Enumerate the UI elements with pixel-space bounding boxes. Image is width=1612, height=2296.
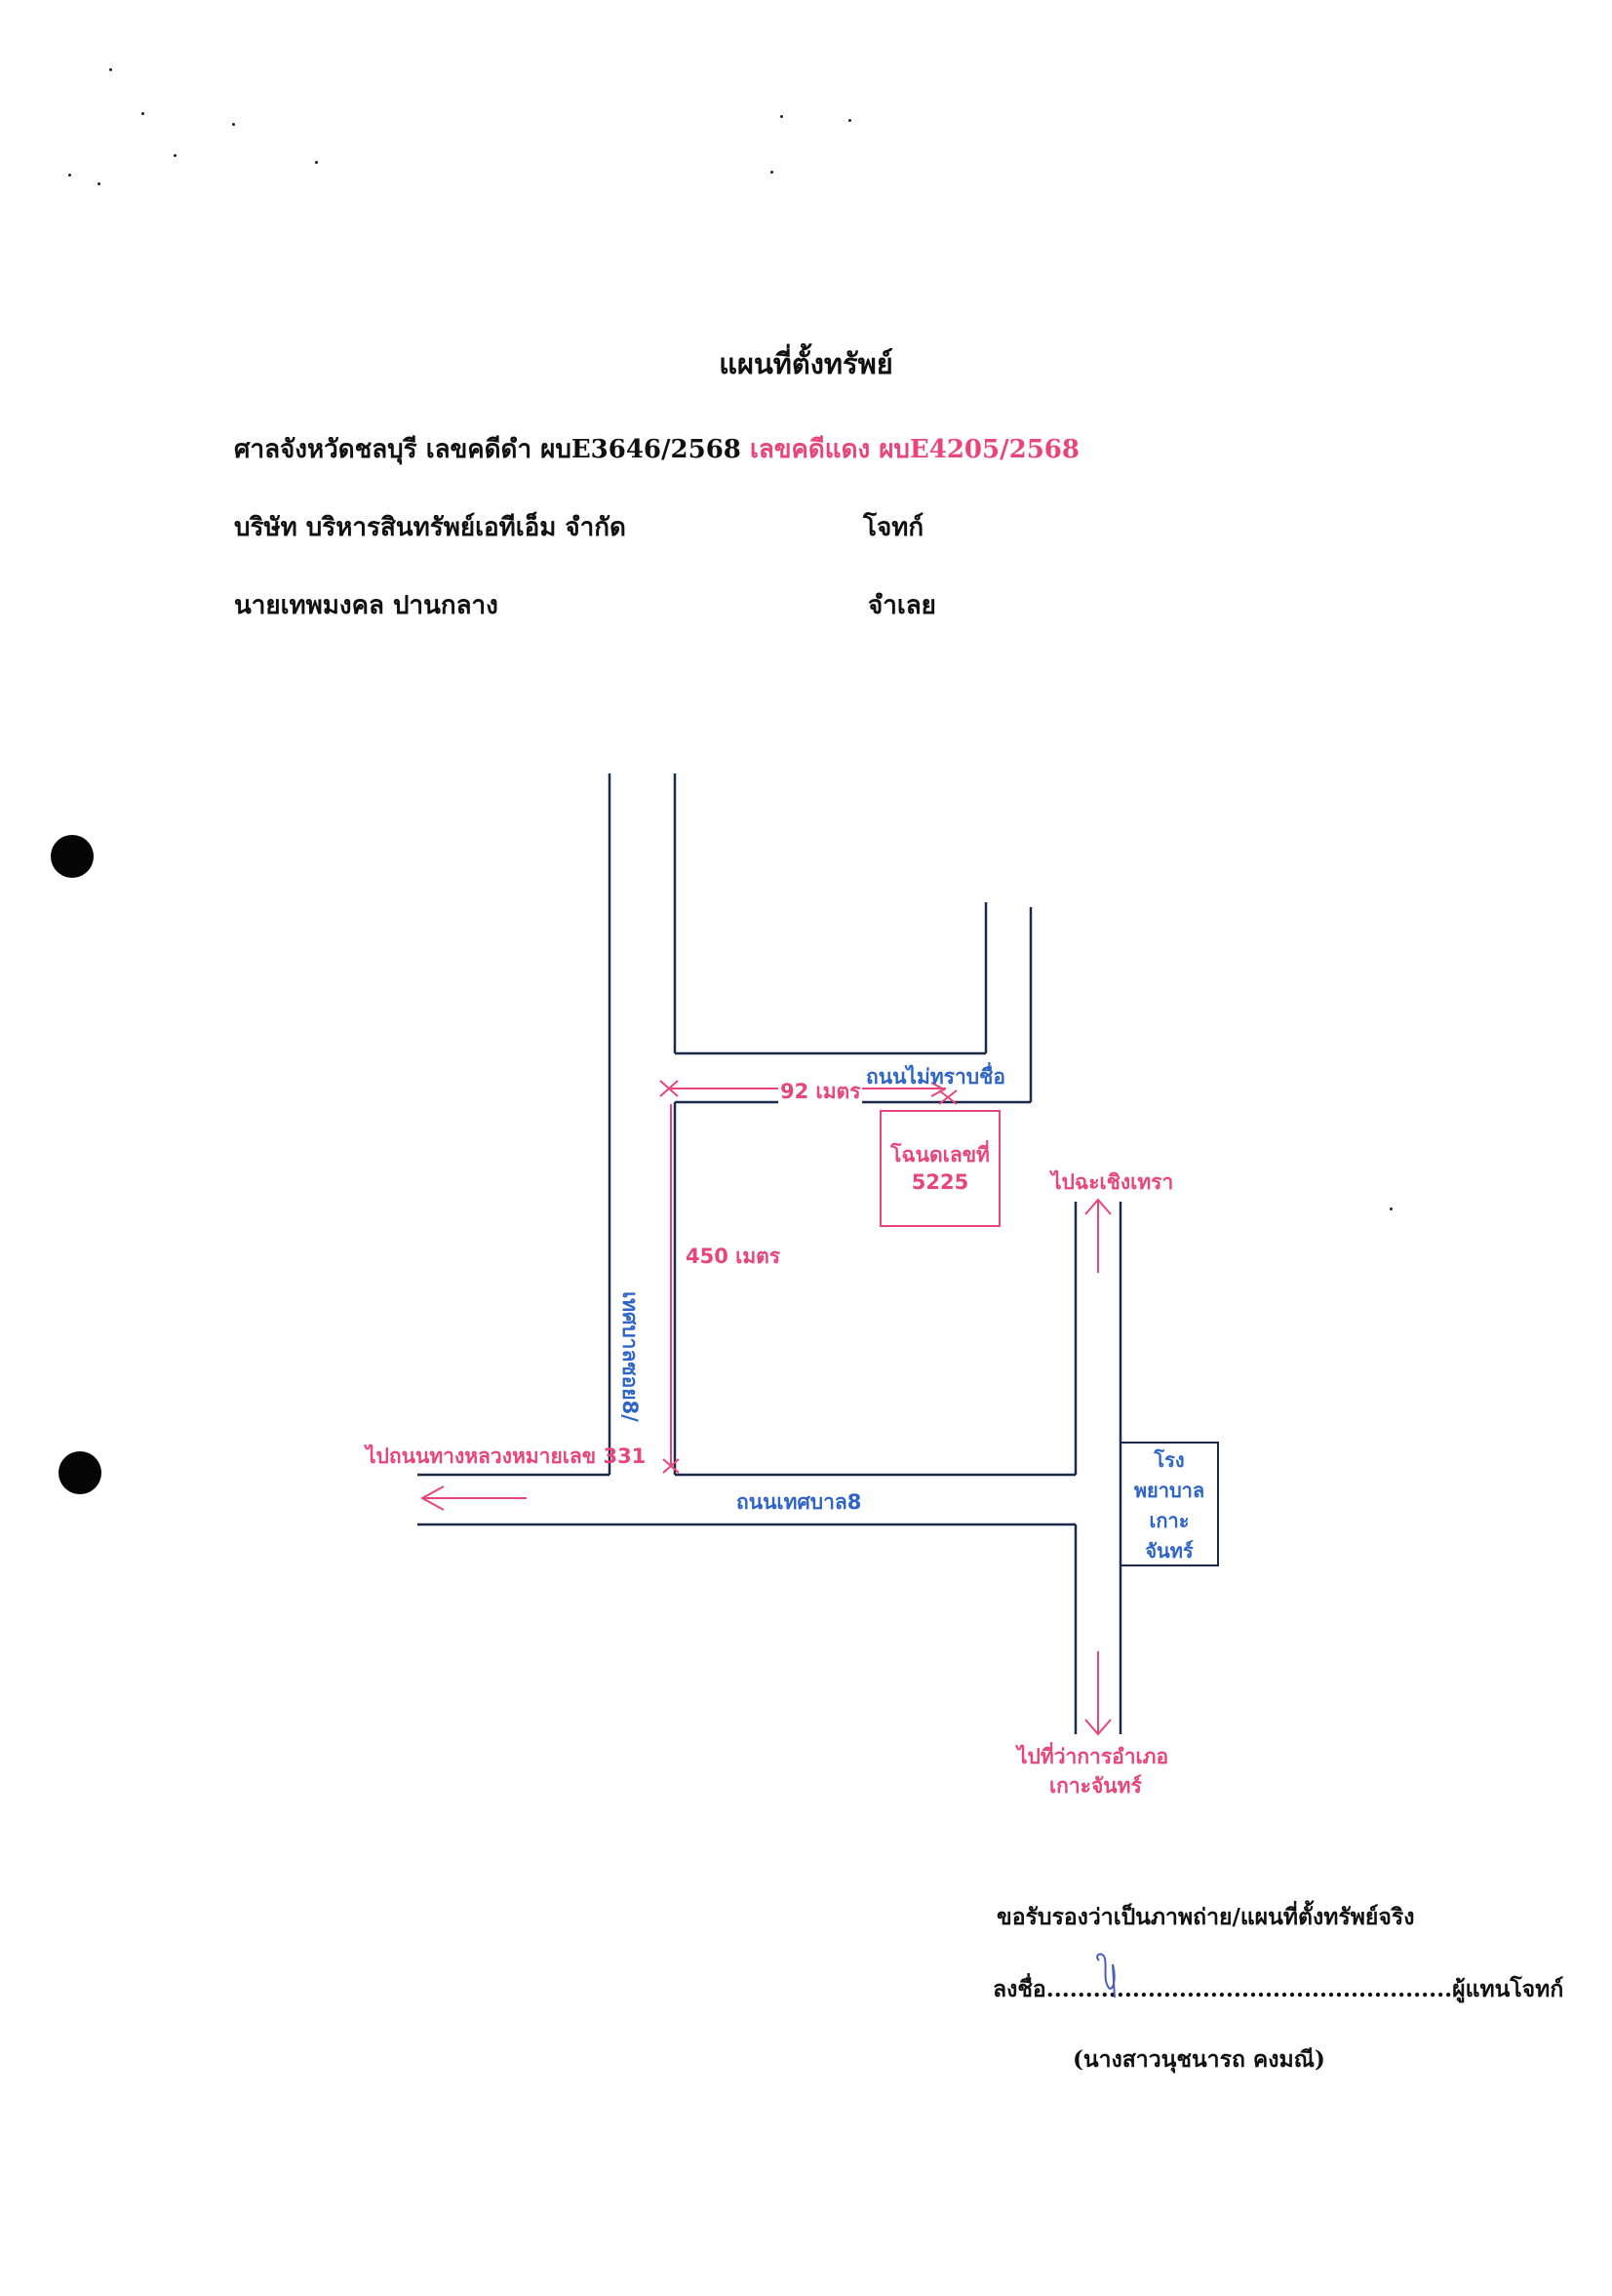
hospital-box: โรง พยาบาล เกาะ จันทร์ xyxy=(1120,1442,1219,1566)
certification-statement: ขอรับรองว่าเป็นภาพถ่าย/แผนที่ตั้งทรัพย์จ… xyxy=(997,1904,1415,1930)
road-lines xyxy=(417,773,1122,1734)
punch-hole-bottom xyxy=(59,1451,101,1494)
annotations xyxy=(419,1080,1112,1736)
hospital-label-line: เกาะ xyxy=(1149,1509,1190,1532)
plaintiff-name: บริษัท บริหารสินทรัพย์เอทีเอ็ม จำกัด xyxy=(234,513,626,542)
black-case-number: ศาลจังหวัดชลบุรี เลขคดีดำ ผบE3646/2568 xyxy=(234,435,741,464)
to-district-office-line2: เกาะจันทร์ xyxy=(1049,1774,1142,1798)
scan-speck xyxy=(109,68,112,71)
arrowhead-up xyxy=(1084,1198,1112,1215)
plaintiff-role: โจทก์ xyxy=(863,513,924,542)
hospital-label-line: โรง xyxy=(1154,1448,1185,1472)
court-line: ศาลจังหวัดชลบุรี เลขคดีดำ ผบE3646/2568 เ… xyxy=(234,429,1080,469)
distance-horizontal-label: 92 เมตร xyxy=(778,1076,863,1108)
defendant-name: นายเทพมงคล ปานกลาง xyxy=(234,591,498,620)
unnamed-road-label: ถนนไม่ทราบชื่อ xyxy=(866,1065,1005,1089)
hospital-label-line: จันทร์ xyxy=(1145,1539,1194,1563)
arrowhead-down xyxy=(1084,1719,1112,1736)
scan-speck xyxy=(174,154,177,157)
scan-speck xyxy=(770,171,773,174)
land-deed-box: โฉนดเลขที่ 5225 xyxy=(880,1110,1001,1227)
to-district-office-line1: ไปที่ว่าการอำเภอ xyxy=(1017,1745,1169,1768)
scan-speck xyxy=(780,115,783,118)
sign-role: ผู้แทนโจทก์ xyxy=(1452,1976,1564,2002)
hospital-label-line: พยาบาล xyxy=(1133,1479,1205,1502)
distance-end-mark xyxy=(659,1080,679,1097)
scan-speck xyxy=(98,182,100,185)
scan-speck xyxy=(141,112,144,115)
red-case-number: เลขคดีแดง ผบE4205/2568 xyxy=(749,435,1080,464)
arrowhead-left xyxy=(419,1485,445,1511)
punch-hole-top xyxy=(51,835,94,878)
document-title: แผนที่ตั้งทรัพย์ xyxy=(719,347,893,380)
deed-number: 5225 xyxy=(911,1170,969,1194)
scan-speck xyxy=(315,161,318,164)
soi-label: เทศบาลซอย8/ xyxy=(618,1291,642,1422)
signature-line: ลงชื่อ..................................… xyxy=(993,1972,1563,2007)
distance-end-mark xyxy=(662,1458,680,1474)
to-chachoengsao-label: ไปฉะเชิงเทรา xyxy=(1051,1170,1174,1194)
main-road-label: ถนนเทศบาล8 xyxy=(736,1490,862,1514)
scan-speck xyxy=(848,119,851,122)
scan-speck xyxy=(232,123,235,126)
distance-end-mark xyxy=(938,1089,958,1105)
distance-vertical-label: 450 เมตร xyxy=(686,1245,781,1268)
to-highway-label: ไปถนนทางหลวงหมายเลข 331 xyxy=(366,1445,647,1468)
handwritten-signature-mark xyxy=(1096,1953,1116,1999)
signer-name: (นางสาวนุชนารถ คงมณี) xyxy=(1073,2046,1325,2073)
scan-speck xyxy=(1390,1207,1393,1210)
sign-label: ลงชื่อ xyxy=(993,1976,1046,2002)
defendant-role: จำเลย xyxy=(868,591,936,620)
scan-speck xyxy=(68,174,71,177)
deed-label: โฉนดเลขที่ xyxy=(890,1143,990,1167)
distance-arrowhead xyxy=(930,1082,947,1097)
